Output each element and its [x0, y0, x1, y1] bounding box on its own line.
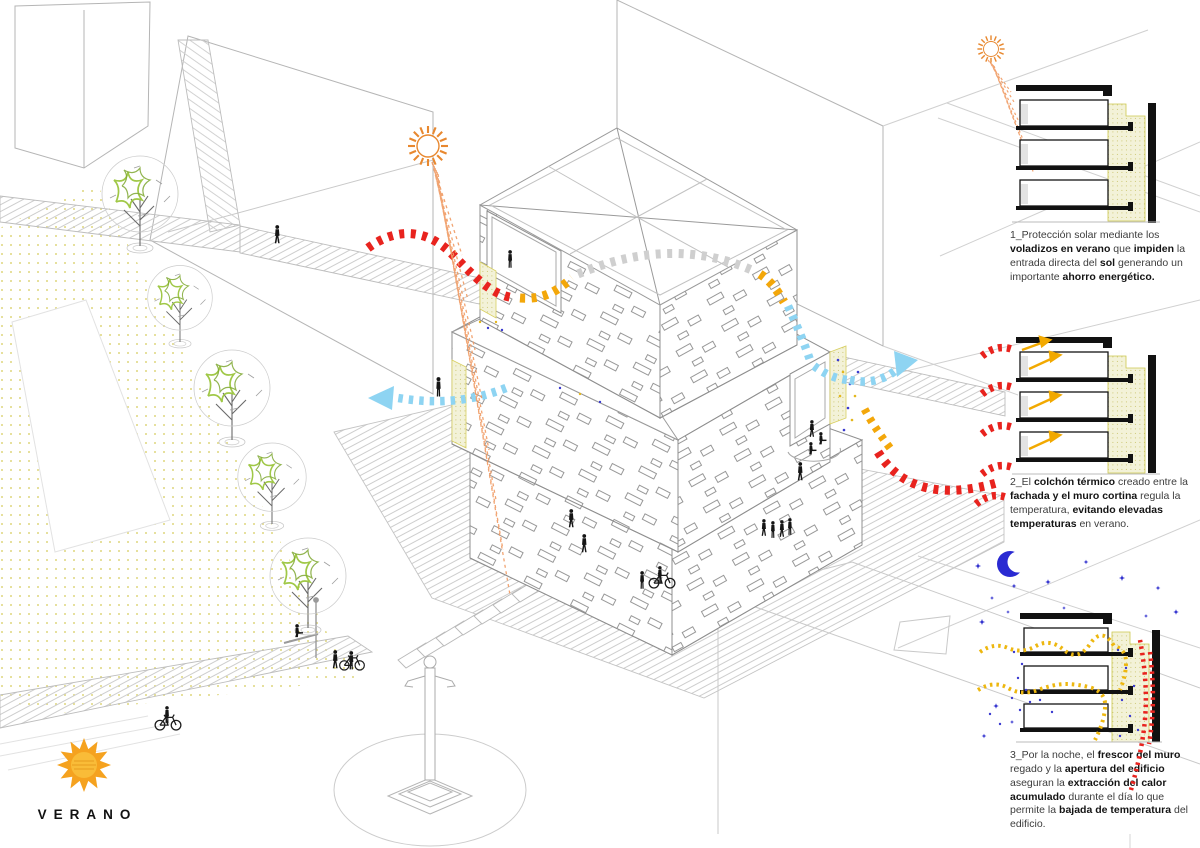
- air-particles: [478, 320, 860, 432]
- hot-air-street-arrow: [874, 449, 1002, 495]
- sun-icon: [406, 124, 450, 168]
- curtain-mesh: [451, 359, 467, 449]
- note-text: 2_El: [1010, 476, 1034, 488]
- season-legend: VERANO: [26, 734, 142, 822]
- water-wall: [1148, 355, 1156, 473]
- warm-air-inside: [1021, 335, 1063, 451]
- note-text: 3_Por la noche, el: [1010, 749, 1098, 761]
- note-text: apertura del edificio: [1064, 762, 1165, 775]
- water-wall: [1148, 103, 1156, 223]
- cool-air-down-arrow: [784, 304, 849, 385]
- roof: [478, 127, 799, 306]
- sun-icons: [406, 34, 1035, 596]
- thermal-buffer: [1107, 103, 1146, 222]
- entrance-steps: [787, 447, 841, 462]
- note-2: 2_El colchón térmico creado entre la fac…: [1010, 476, 1190, 531]
- plaza: [0, 182, 362, 713]
- note-text: en verano.: [1076, 517, 1130, 530]
- thermal-buffer: [1107, 355, 1146, 474]
- cool-air-left-arrow: [397, 384, 508, 406]
- note-text: creado entre la: [1115, 476, 1189, 488]
- note-text: impiden: [1133, 242, 1174, 255]
- note-1: 1_Protección solar mediante los voladizo…: [1010, 229, 1190, 284]
- sun-rays: [987, 59, 1035, 175]
- hot-air-stubs: [973, 343, 1016, 507]
- warm-air-arrow: [757, 270, 788, 305]
- curtain-mesh: [829, 345, 847, 425]
- note-text: regado y la: [1010, 762, 1065, 775]
- section-3-night-cooling: [974, 551, 1179, 743]
- note-text: que: [1110, 242, 1134, 255]
- note-text: del edificio.: [1010, 804, 1189, 831]
- curtain-mesh: [479, 261, 497, 319]
- note-text: colchón térmico: [1033, 476, 1116, 488]
- crosswalk: [397, 565, 568, 669]
- sun-icon: [976, 34, 1006, 64]
- season-label: VERANO: [37, 807, 138, 822]
- warm-air-entrance-arrow: [859, 404, 894, 451]
- person-icon: [436, 377, 441, 397]
- note-3: 3_Por la noche, el frescor del muro rega…: [1010, 749, 1196, 832]
- note-text: regula la temperatura,: [1010, 489, 1181, 516]
- lamp-post: [313, 597, 319, 658]
- sun-rays: [431, 161, 511, 596]
- neutral-air-arrow: [576, 249, 758, 279]
- water-wall: [1152, 630, 1160, 742]
- plaza-parterre: [11, 299, 171, 553]
- note-text: bajada de temperatura: [1059, 804, 1172, 817]
- note-text: frescor del muro: [1097, 749, 1181, 761]
- balcony-opening: [486, 210, 562, 314]
- note-text: ahorro energético.: [1062, 270, 1155, 283]
- hot-air-arrow: [365, 229, 517, 303]
- arrowhead-left: [368, 386, 394, 410]
- warm-air-exhaust: [976, 633, 1129, 741]
- sun-icon: [57, 738, 111, 792]
- section-1-solar-protection: [1012, 85, 1160, 223]
- note-text: 1_Protección solar mediante los: [1010, 229, 1160, 241]
- note-text: evitando elevadas temperaturas: [1010, 503, 1163, 530]
- note-text: generando un importante: [1010, 256, 1183, 283]
- section-2-thermal-cushion: [973, 335, 1160, 507]
- note-text: durante el día lo que permite la: [1010, 790, 1165, 817]
- note-text: fachada y el muro cortina: [1010, 489, 1138, 502]
- skylight: [893, 615, 951, 655]
- monument-column: [333, 655, 527, 847]
- main-building: [450, 127, 864, 656]
- arrowhead-right: [894, 351, 918, 377]
- bench: [283, 633, 319, 644]
- cool-air-right-arrow: [849, 366, 899, 386]
- note-text: la entrada directa del: [1010, 242, 1186, 269]
- note-text: sol: [1099, 256, 1116, 269]
- airflow-arrows: [365, 229, 1002, 495]
- note-text: voladizos en verano: [1010, 242, 1111, 255]
- moon-icon: [997, 551, 1029, 577]
- note-text: aseguran la: [1010, 776, 1068, 789]
